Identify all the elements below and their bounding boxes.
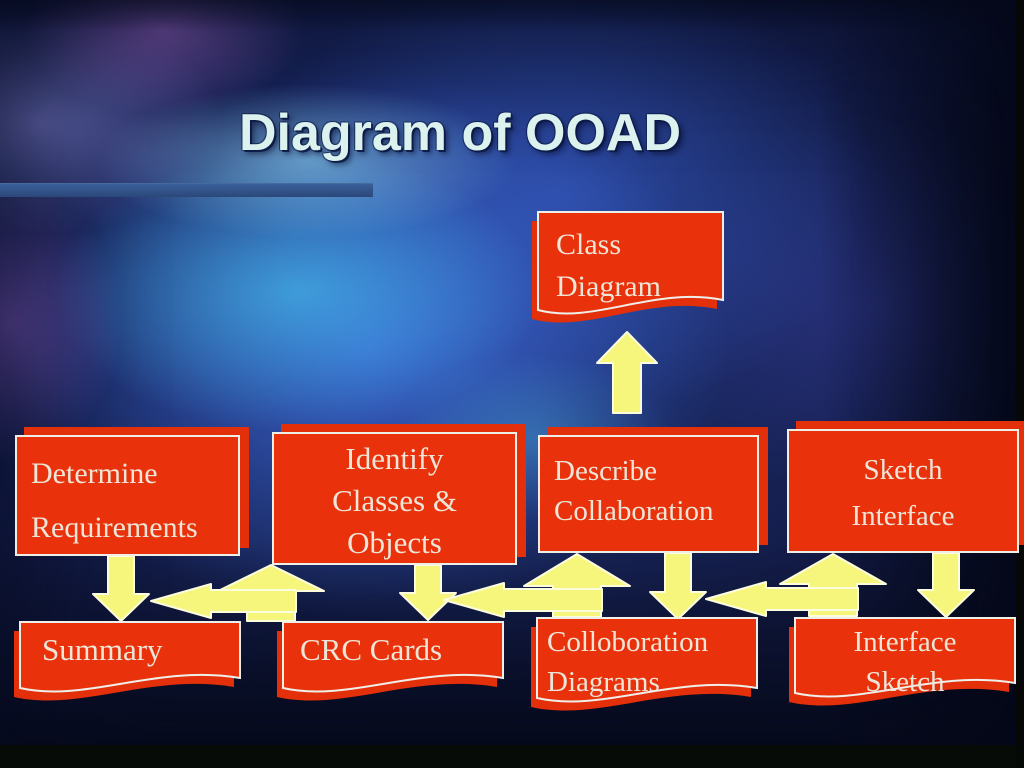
box-colloboration-line2: Diagrams xyxy=(547,666,660,698)
box-describe-collaboration: Describe Collaboration xyxy=(538,435,759,553)
box-interface-sketch: Interface Sketch xyxy=(789,617,1016,706)
box-describe-line2: Collaboration xyxy=(554,495,714,527)
box-sketch-line2: Interface xyxy=(851,500,955,532)
box-colloboration-line1: Colloboration xyxy=(547,626,709,658)
box-interface-sketch-line2: Sketch xyxy=(865,666,945,698)
box-class-diagram-line1: Class xyxy=(556,228,622,261)
document-shape xyxy=(14,621,241,701)
box-crc-line1: CRC Cards xyxy=(300,632,443,667)
document-shape xyxy=(277,621,504,701)
box-determine-line2: Requirements xyxy=(31,511,198,544)
box-identify-line1: Identify xyxy=(345,441,444,476)
box-determine-requirements: Determine Requirements xyxy=(15,435,240,556)
box-identify-line3: Objects xyxy=(347,525,442,560)
right-black-strip xyxy=(1016,0,1024,768)
box-identify-classes-objects: Identify Classes & Objects xyxy=(272,432,517,565)
box-crc-cards: CRC Cards xyxy=(277,621,504,701)
box-summary-line1: Summary xyxy=(42,632,163,667)
box-class-diagram-line2: Diagram xyxy=(556,270,661,303)
document-shape xyxy=(532,211,724,323)
box-class-diagram: Class Diagram xyxy=(532,211,724,323)
box-interface-sketch-line1: Interface xyxy=(853,626,957,658)
box-describe-line1: Describe xyxy=(554,455,658,487)
title-underline-bar xyxy=(0,183,373,197)
box-summary: Summary xyxy=(14,621,241,701)
box-determine-line1: Determine xyxy=(31,457,158,490)
box-identify-line2: Classes & xyxy=(332,483,457,518)
bottom-black-strip xyxy=(0,745,1024,768)
box-sketch-interface: Sketch Interface xyxy=(787,429,1019,553)
document-shape xyxy=(789,617,1016,706)
document-shape xyxy=(531,617,758,711)
slide-title: Diagram of OOAD xyxy=(238,104,682,162)
box-colloboration-diagrams: Colloboration Diagrams xyxy=(531,617,758,711)
box-sketch-line1: Sketch xyxy=(863,454,943,486)
